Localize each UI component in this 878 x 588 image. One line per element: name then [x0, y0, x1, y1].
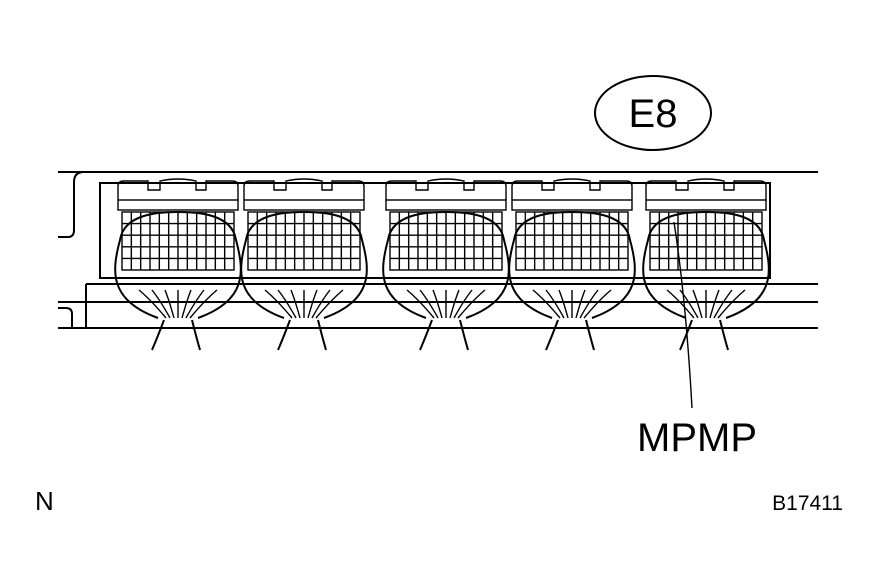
wire	[453, 289, 473, 319]
wire	[151, 289, 171, 319]
connector-2	[240, 178, 368, 351]
wire-harness-boot	[642, 210, 770, 319]
connector-body	[511, 199, 633, 211]
harness-trunk	[545, 319, 595, 351]
connector-label-bubble: E8	[594, 75, 712, 151]
wire	[545, 289, 565, 319]
wire	[692, 289, 703, 319]
terminal-label: MPMP	[637, 416, 757, 460]
wire	[709, 289, 720, 319]
wire	[185, 289, 205, 319]
connector-1	[114, 178, 242, 351]
terminal-leader-line	[673, 221, 693, 409]
wire	[457, 289, 486, 319]
wire	[449, 289, 460, 319]
wire	[717, 289, 746, 319]
wire	[311, 289, 331, 319]
wire	[666, 289, 695, 319]
wire	[138, 289, 167, 319]
wire	[558, 289, 569, 319]
orientation-mark: N	[35, 486, 54, 516]
wire-harness-boot	[508, 210, 636, 319]
harness-trunk	[277, 319, 327, 351]
wire	[713, 289, 733, 319]
connector-body	[117, 199, 239, 211]
connector-3	[382, 178, 510, 351]
connector-4	[508, 178, 636, 351]
wire	[583, 289, 612, 319]
wire	[315, 289, 344, 319]
wire-harness-boot	[240, 210, 368, 319]
wire	[264, 289, 293, 319]
wire	[579, 289, 599, 319]
wire	[181, 289, 192, 319]
wire	[164, 289, 175, 319]
wire	[406, 289, 435, 319]
wire	[277, 289, 297, 319]
connector-body	[243, 199, 365, 211]
wire	[432, 289, 443, 319]
connector-label: E8	[629, 92, 678, 136]
wire	[290, 289, 301, 319]
connector-group	[114, 178, 770, 351]
harness-trunk	[679, 319, 729, 351]
connector-latch	[385, 178, 507, 200]
wire	[679, 289, 699, 319]
wire	[419, 289, 439, 319]
harness-trunk	[151, 319, 201, 351]
wire	[189, 289, 218, 319]
ecu-housing	[58, 171, 818, 329]
connector-5	[642, 178, 770, 351]
wire	[307, 289, 318, 319]
harness-trunk	[419, 319, 469, 351]
connector-body	[385, 199, 507, 211]
connector-latch	[243, 178, 365, 200]
connector-latch	[645, 178, 767, 200]
wire	[575, 289, 586, 319]
wire	[532, 289, 561, 319]
figure-code: B17411	[772, 492, 843, 515]
connector-latch	[117, 178, 239, 200]
connector-body	[645, 199, 767, 211]
connector-latch	[511, 178, 633, 200]
